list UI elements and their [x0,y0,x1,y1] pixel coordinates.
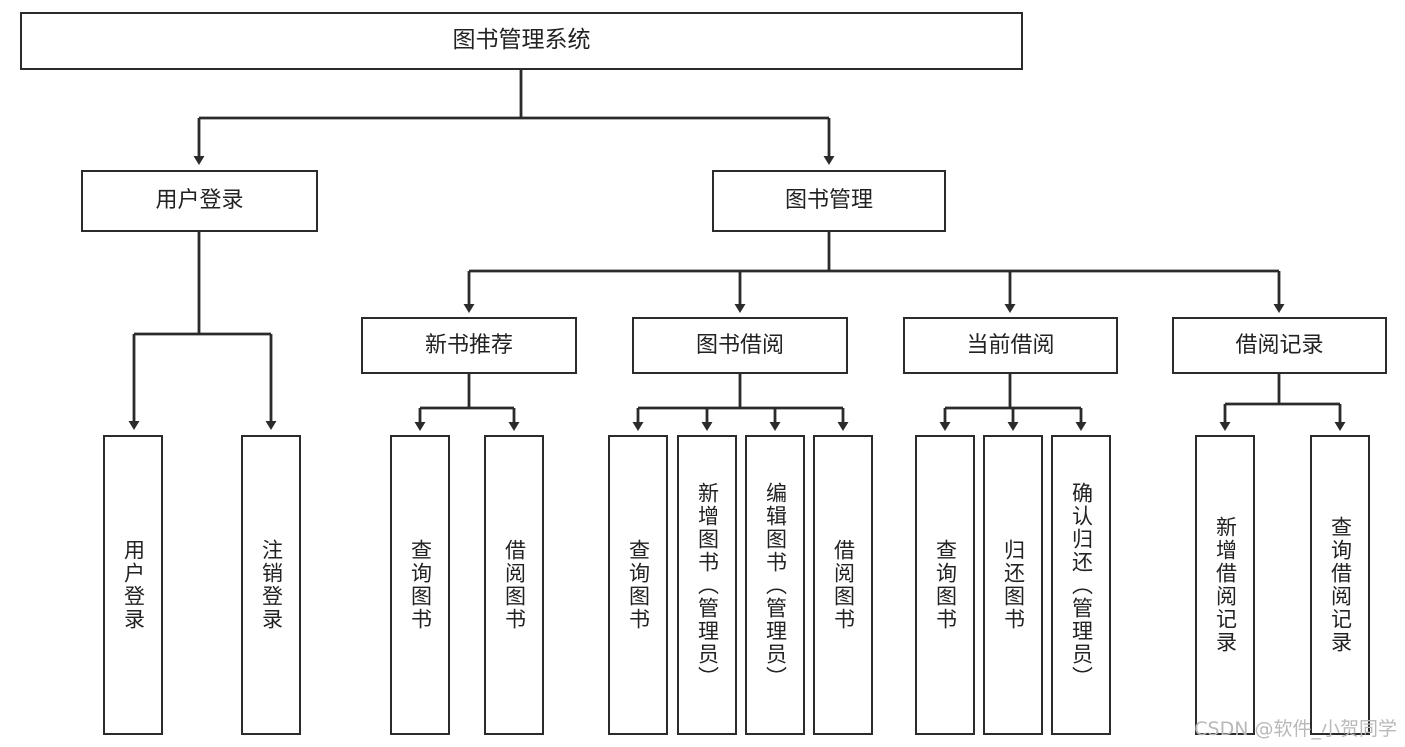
node-borrow-record-label: 借阅记录 [1235,332,1324,358]
leaf-return-book-label: 归还图书 [1001,539,1026,631]
leaf-confirm-return-label: 确认归还（管理员） [1069,481,1094,689]
leaf-add-book[interactable]: 新增图书（管理员） [677,435,737,735]
leaf-logout[interactable]: 注销登录 [241,435,301,735]
node-current-borrow[interactable]: 当前借阅 [903,317,1118,374]
node-book-manage-label: 图书管理 [784,188,873,214]
leaf-query-record[interactable]: 查询借阅记录 [1310,435,1370,735]
leaf-user-login[interactable]: 用户登录 [103,435,163,735]
leaf-logout-label: 注销登录 [259,539,284,631]
node-book-manage[interactable]: 图书管理 [712,170,946,232]
node-current-borrow-label: 当前借阅 [966,332,1055,358]
node-user-login-label: 用户登录 [155,188,244,214]
node-borrow-record[interactable]: 借阅记录 [1172,317,1387,374]
leaf-query-record-label: 查询借阅记录 [1328,516,1353,654]
node-book-borrow[interactable]: 图书借阅 [632,317,848,374]
leaf-query-book-2-label: 查询图书 [626,539,651,631]
node-root[interactable]: 图书管理系统 [20,12,1023,70]
node-root-label: 图书管理系统 [452,27,591,54]
leaf-query-book-1-label: 查询图书 [408,539,433,631]
node-user-login[interactable]: 用户登录 [81,170,318,232]
node-new-book-rec[interactable]: 新书推荐 [361,317,577,374]
leaf-confirm-return[interactable]: 确认归还（管理员） [1051,435,1111,735]
leaf-add-record[interactable]: 新增借阅记录 [1195,435,1255,735]
leaf-borrow-book-2[interactable]: 借阅图书 [813,435,873,735]
leaf-borrow-book-2-label: 借阅图书 [831,539,856,631]
leaf-query-book-3[interactable]: 查询图书 [915,435,975,735]
leaf-query-book-2[interactable]: 查询图书 [608,435,668,735]
leaf-user-login-label: 用户登录 [121,539,146,631]
leaf-borrow-book-1[interactable]: 借阅图书 [484,435,544,735]
leaf-query-book-1[interactable]: 查询图书 [390,435,450,735]
leaf-edit-book-label: 编辑图书（管理员） [763,481,788,689]
leaf-return-book[interactable]: 归还图书 [983,435,1043,735]
leaf-add-book-label: 新增图书（管理员） [695,481,720,689]
leaf-add-record-label: 新增借阅记录 [1213,516,1238,654]
node-book-borrow-label: 图书借阅 [695,332,784,358]
node-new-book-rec-label: 新书推荐 [424,332,513,358]
leaf-edit-book[interactable]: 编辑图书（管理员） [745,435,805,735]
leaf-query-book-3-label: 查询图书 [933,539,958,631]
leaf-borrow-book-1-label: 借阅图书 [502,539,527,631]
